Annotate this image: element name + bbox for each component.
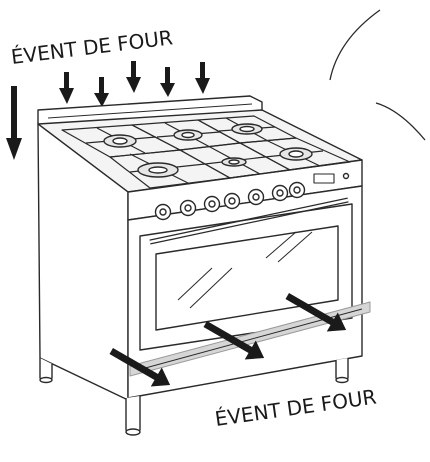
bottom-vent-label: ÉVENT DE FOUR (213, 385, 378, 431)
top-vent-arrow (160, 67, 175, 97)
top-vent-label: ÉVENT DE FOUR (10, 25, 174, 69)
top-vent-arrow (94, 77, 109, 107)
top-vent-arrow (59, 72, 74, 104)
range-cooker (38, 96, 370, 435)
background-arc-upper (330, 10, 380, 80)
top-vent-arrow (126, 61, 141, 93)
top-vent-arrow (195, 62, 210, 94)
background-arc-lower (376, 103, 425, 140)
left-down-arrow (6, 86, 22, 160)
